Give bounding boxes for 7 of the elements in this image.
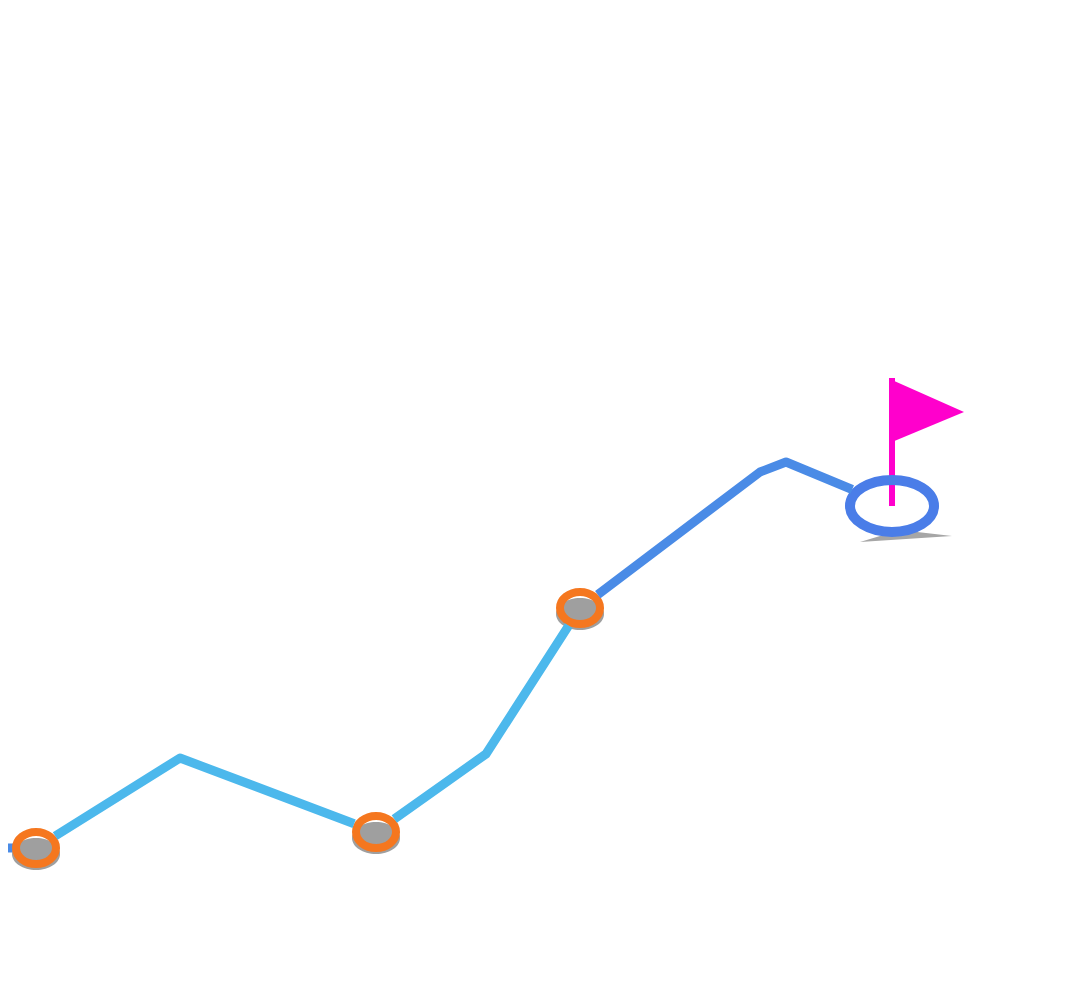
waypoint-ring: [845, 475, 939, 537]
waypoint-ring: [352, 812, 400, 852]
route-line: [52, 753, 356, 840]
route-line: [595, 457, 854, 599]
waypoint-ring: [556, 588, 604, 628]
route-line: [391, 623, 573, 823]
waypoint-ring: [12, 828, 60, 868]
